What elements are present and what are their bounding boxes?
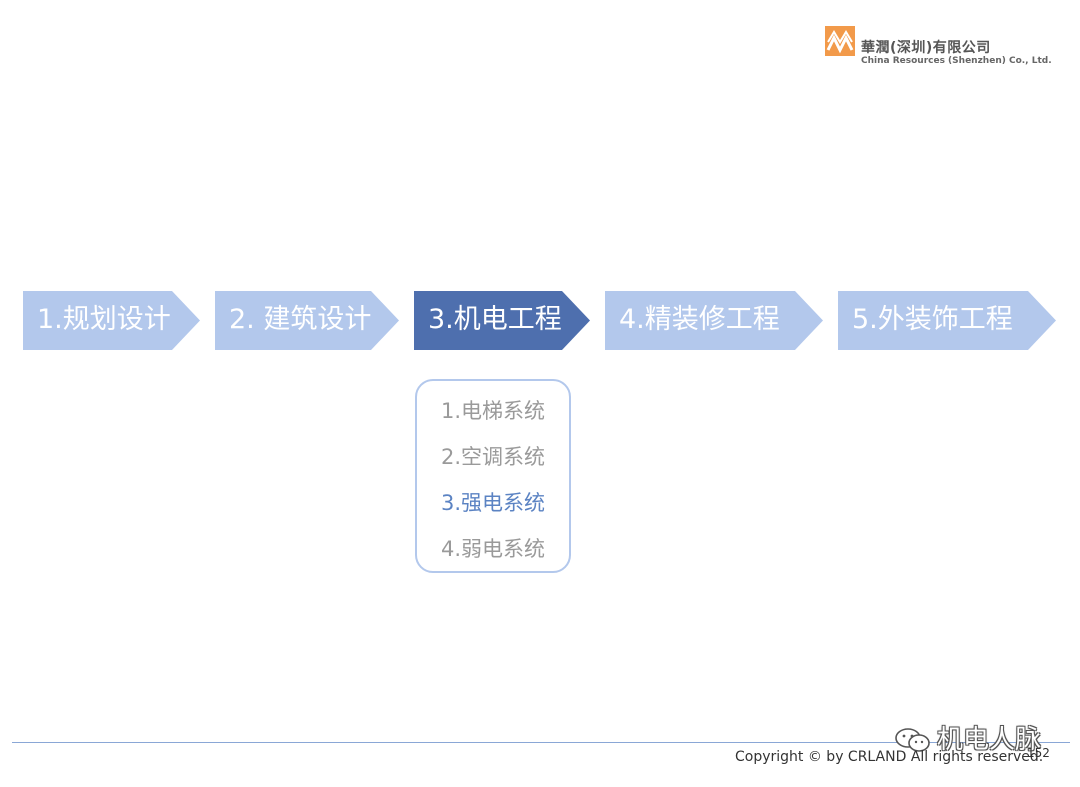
company-name-en: China Resources (Shenzhen) Co., Ltd. xyxy=(861,56,1052,66)
copyright-text: Copyright © by CRLAND All rights reserve… xyxy=(735,749,1044,765)
subsystem-hvac[interactable]: 2.空调系统 xyxy=(440,445,546,469)
step-exterior-decoration[interactable]: 5.外装饰工程 xyxy=(838,291,1056,350)
step-interior-fitout[interactable]: 4.精装修工程 xyxy=(605,291,823,350)
mep-subsystem-list: 1.电梯系统 2.空调系统 3.强电系统 4.弱电系统 xyxy=(415,379,571,573)
page-number: 152 xyxy=(1027,746,1050,760)
step-label: 4.精装修工程 xyxy=(619,304,780,335)
step-label: 2. 建筑设计 xyxy=(229,304,372,335)
step-label: 1.规划设计 xyxy=(37,304,171,335)
step-mep-engineering[interactable]: 3.机电工程 xyxy=(414,291,590,350)
subsystem-power[interactable]: 3.强电系统 xyxy=(440,491,546,515)
wechat-icon xyxy=(895,728,930,752)
company-name-cn: 華潤(深圳)有限公司 xyxy=(861,40,991,56)
watermark-text: 机电人脉 xyxy=(937,725,1042,755)
step-architecture-design[interactable]: 2. 建筑设计 xyxy=(215,291,399,350)
company-logo: 華潤(深圳)有限公司 China Resources (Shenzhen) Co… xyxy=(825,25,1055,70)
footer-divider xyxy=(12,742,1070,743)
watermark: 机电人脉 xyxy=(893,724,1063,758)
step-label: 3.机电工程 xyxy=(428,304,562,335)
subsystem-elevator[interactable]: 1.电梯系统 xyxy=(440,399,546,423)
step-label: 5.外装饰工程 xyxy=(852,304,1013,335)
subsystem-low-voltage[interactable]: 4.弱电系统 xyxy=(440,537,546,561)
company-logo-mark-icon xyxy=(825,26,855,56)
step-planning-design[interactable]: 1.规划设计 xyxy=(23,291,200,350)
